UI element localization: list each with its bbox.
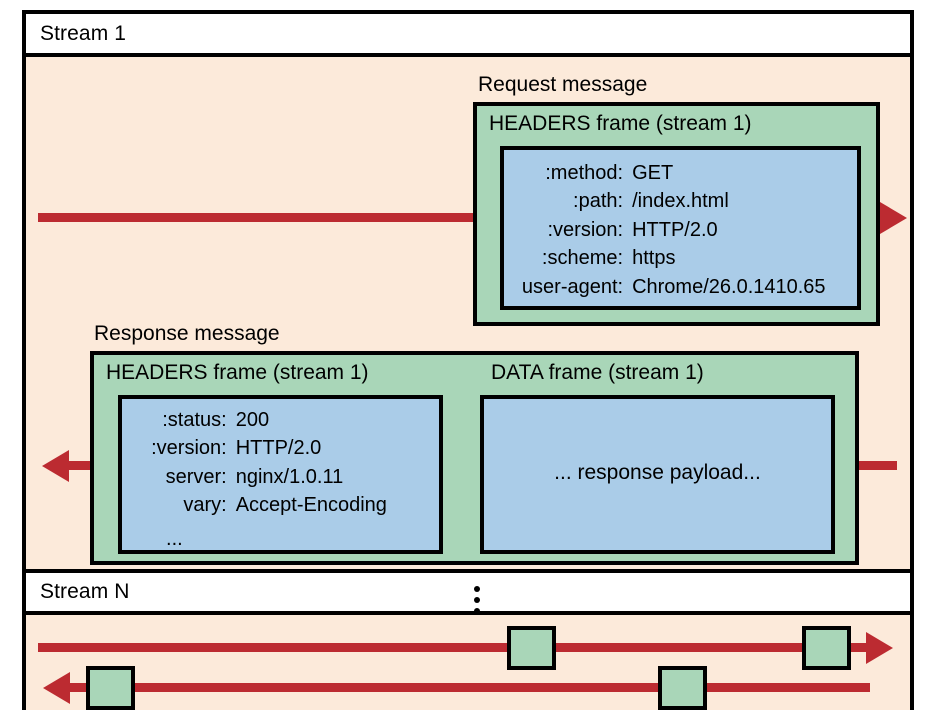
stream-n-response-arrowhead-icon bbox=[43, 672, 70, 704]
request-arrowhead-icon bbox=[880, 202, 907, 234]
header-value: GET bbox=[632, 162, 674, 184]
header-key: server: bbox=[165, 465, 227, 488]
response-header-list: :status: 200 :version: HTTP/2.0 server: … bbox=[122, 406, 439, 553]
table-row: ... bbox=[122, 520, 439, 553]
stream-n-label-band: Stream N bbox=[26, 569, 910, 615]
request-arrow-line-left bbox=[38, 213, 478, 222]
header-key: :path: bbox=[573, 190, 624, 213]
header-key: vary: bbox=[183, 494, 227, 517]
stream-n-request-line bbox=[38, 643, 870, 652]
stream-n-response-line bbox=[70, 683, 870, 692]
header-value: Chrome/26.0.1410.65 bbox=[632, 275, 826, 298]
header-value: 200 bbox=[235, 409, 270, 431]
table-row: :method: GET bbox=[504, 159, 857, 187]
header-key: :scheme: bbox=[541, 247, 624, 270]
request-headers-frame: HEADERS frame (stream 1) :method: GET :p… bbox=[473, 102, 880, 326]
response-data-frame-title: DATA frame (stream 1) bbox=[491, 361, 704, 384]
header-value: Accept-Encoding bbox=[235, 494, 387, 517]
table-row: :path: /index.html bbox=[504, 187, 857, 215]
header-value: nginx/1.0.11 bbox=[235, 465, 344, 488]
request-message-label: Request message bbox=[478, 73, 648, 96]
response-headers-payload: :status: 200 :version: HTTP/2.0 server: … bbox=[118, 395, 443, 554]
header-key: :method: bbox=[545, 162, 624, 184]
stream-n-body bbox=[26, 615, 910, 710]
header-value: HTTP/2.0 bbox=[632, 218, 718, 241]
stream-1-label: Stream 1 bbox=[40, 21, 126, 45]
stream-1-label-band: Stream 1 bbox=[26, 14, 910, 57]
stream-n-frame-block bbox=[658, 666, 707, 710]
response-message-label: Response message bbox=[94, 322, 280, 345]
header-value: /index.html bbox=[632, 190, 729, 213]
table-row: :version: HTTP/2.0 bbox=[504, 216, 857, 244]
request-headers-payload: :method: GET :path: /index.html :version… bbox=[500, 146, 861, 310]
table-row: :scheme: https bbox=[504, 244, 857, 272]
table-row: :status: 200 bbox=[122, 406, 439, 434]
table-row: user-agent: Chrome/26.0.1410.65 bbox=[504, 273, 857, 301]
request-headers-frame-title: HEADERS frame (stream 1) bbox=[489, 112, 752, 135]
stream-n-frame-block bbox=[507, 626, 556, 670]
table-row: vary: Accept-Encoding bbox=[122, 491, 439, 519]
header-key: user-agent: bbox=[521, 275, 624, 298]
response-data-payload: ... response payload... bbox=[480, 395, 835, 554]
response-message-frame: HEADERS frame (stream 1) DATA frame (str… bbox=[90, 351, 859, 565]
header-key: :status: bbox=[162, 409, 227, 431]
table-row: server: nginx/1.0.11 bbox=[122, 463, 439, 491]
stream-n-frame-block bbox=[802, 626, 851, 670]
header-key: :version: bbox=[151, 437, 227, 460]
header-more-ellipsis: ... bbox=[166, 527, 183, 550]
stream-container: Stream 1 Request message HEADERS frame (… bbox=[22, 10, 914, 710]
vertical-ellipsis-icon bbox=[474, 586, 484, 614]
stream-n-frame-block bbox=[86, 666, 135, 710]
stream-n-label: Stream N bbox=[40, 580, 130, 603]
stream-n-request-arrowhead-icon bbox=[866, 632, 893, 664]
response-arrow-line-right bbox=[859, 461, 897, 470]
stream-1-body: Request message HEADERS frame (stream 1)… bbox=[26, 57, 910, 569]
request-header-list: :method: GET :path: /index.html :version… bbox=[504, 159, 857, 301]
table-row: :version: HTTP/2.0 bbox=[122, 434, 439, 462]
response-payload-text: ... response payload... bbox=[554, 461, 761, 484]
header-value: HTTP/2.0 bbox=[235, 437, 322, 460]
response-arrowhead-icon bbox=[42, 450, 69, 482]
header-key: :version: bbox=[547, 218, 624, 241]
response-headers-frame-title: HEADERS frame (stream 1) bbox=[106, 361, 369, 384]
header-value: https bbox=[632, 247, 676, 270]
